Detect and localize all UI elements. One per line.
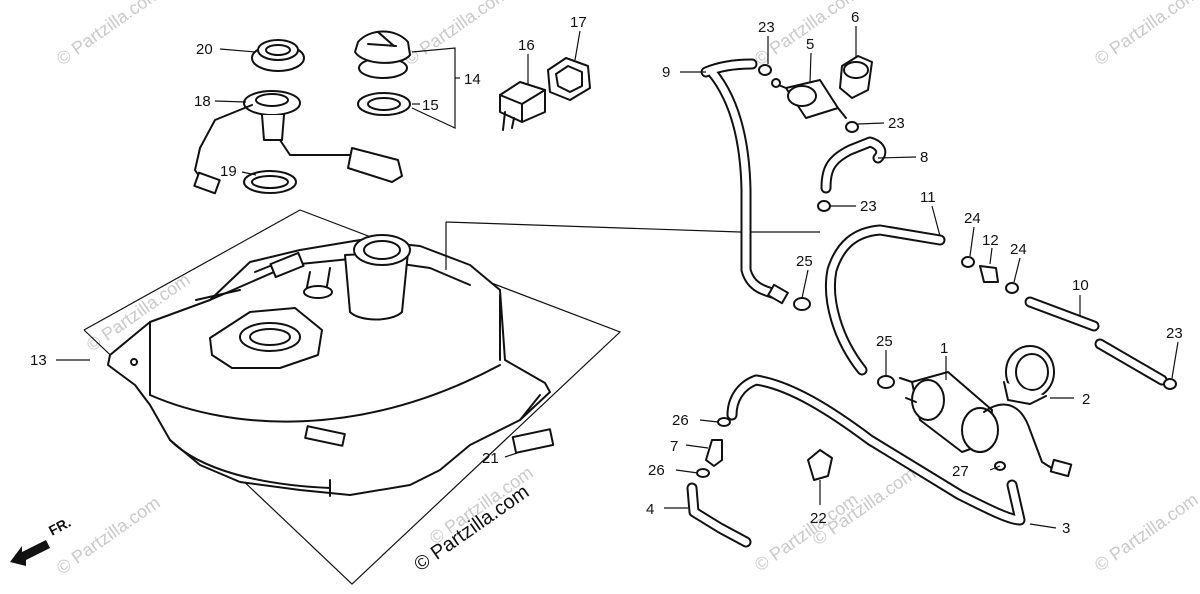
fuel-cap-14 bbox=[354, 30, 411, 79]
callout-8: 8 bbox=[920, 149, 928, 166]
watermark: © Partzilla.com bbox=[1091, 0, 1200, 69]
outline-tie bbox=[445, 221, 741, 233]
watermark: © Partzilla.com bbox=[1091, 489, 1200, 575]
clip-23 bbox=[1163, 378, 1177, 390]
fuel-unit-18 bbox=[193, 90, 403, 195]
watermark: © Partzilla.com bbox=[401, 0, 512, 69]
callout-14: 14 bbox=[464, 71, 481, 88]
leader-21 bbox=[504, 451, 521, 458]
tank-assembly-outline bbox=[83, 209, 622, 585]
callout-24a: 24 bbox=[964, 210, 981, 227]
joint-7 bbox=[705, 439, 723, 467]
copyright-text: © Partzilla.com bbox=[410, 481, 533, 576]
callout-18: 18 bbox=[194, 93, 211, 110]
callout-23d: 23 bbox=[1166, 325, 1183, 342]
callout-15: 15 bbox=[422, 97, 439, 114]
callout-10: 10 bbox=[1072, 277, 1089, 294]
seal-19 bbox=[243, 170, 297, 194]
callout-16: 16 bbox=[518, 37, 535, 54]
clip-24 bbox=[1005, 282, 1019, 294]
clip-23 bbox=[817, 200, 831, 212]
watermark: © Partzilla.com bbox=[53, 0, 164, 69]
unit-16 bbox=[499, 81, 546, 131]
leader-lines bbox=[56, 26, 1179, 529]
fuel-hose-3 bbox=[726, 374, 1026, 526]
callout-27: 27 bbox=[952, 463, 969, 480]
clip-26 bbox=[717, 417, 731, 427]
clamp-25 bbox=[793, 297, 811, 311]
callout-21: 21 bbox=[482, 450, 499, 467]
fuel-hose-10 bbox=[1024, 296, 1168, 386]
callout-24b: 24 bbox=[1010, 241, 1027, 258]
fuel-filter-5 bbox=[771, 78, 847, 119]
fuel-hose-9 bbox=[700, 58, 789, 305]
fuel-hose-11 bbox=[824, 224, 946, 376]
callout-5: 5 bbox=[806, 36, 814, 53]
tank-cushion-21 bbox=[511, 428, 555, 454]
callout-25b: 25 bbox=[876, 333, 893, 350]
cap-gasket-15 bbox=[357, 92, 411, 116]
callout-26a: 26 bbox=[672, 412, 689, 429]
callout-20: 20 bbox=[196, 41, 213, 58]
callout-19: 19 bbox=[220, 163, 237, 180]
callout-22: 22 bbox=[810, 510, 827, 527]
clip-26 bbox=[696, 468, 710, 478]
callout-1: 1 bbox=[940, 340, 948, 357]
fuel-hose-4 bbox=[686, 482, 752, 548]
clip-23 bbox=[845, 121, 859, 133]
callout-23c: 23 bbox=[860, 198, 877, 215]
clip-22 bbox=[807, 449, 833, 481]
clamp-25b bbox=[877, 375, 895, 389]
callout-4: 4 bbox=[646, 501, 654, 518]
callout-13: 13 bbox=[30, 352, 47, 369]
watermark: © Partzilla.com bbox=[751, 489, 862, 575]
callout-26b: 26 bbox=[648, 462, 665, 479]
callout-11: 11 bbox=[920, 189, 936, 206]
fuel-pump-1 bbox=[899, 371, 1073, 478]
callout-2: 2 bbox=[1082, 391, 1090, 408]
callout-25a: 25 bbox=[796, 253, 813, 270]
filter-holder-6 bbox=[839, 55, 873, 99]
lock-ring-20 bbox=[251, 39, 305, 72]
callout-12: 12 bbox=[982, 232, 999, 249]
callout-3: 3 bbox=[1062, 520, 1070, 537]
fitting-12 bbox=[979, 265, 999, 283]
callout-9: 9 bbox=[662, 64, 670, 81]
callouts: 1 2 3 4 5 6 7 8 9 10 11 12 13 14 15 16 1… bbox=[30, 9, 1183, 537]
fuel-tank bbox=[107, 234, 551, 497]
callout-17: 17 bbox=[570, 14, 587, 31]
cover-17 bbox=[547, 57, 591, 101]
callout-23b: 23 bbox=[888, 115, 905, 132]
clip-24 bbox=[961, 256, 975, 268]
watermark: © Partzilla.com bbox=[53, 492, 164, 578]
callout-7: 7 bbox=[670, 438, 678, 455]
fuel-hose-8 bbox=[820, 136, 887, 194]
callout-23a: 23 bbox=[758, 19, 775, 36]
pump-holder-2 bbox=[1003, 345, 1055, 405]
clip-23 bbox=[758, 64, 772, 76]
front-label: FR. bbox=[46, 514, 73, 539]
callout-6: 6 bbox=[851, 9, 859, 26]
